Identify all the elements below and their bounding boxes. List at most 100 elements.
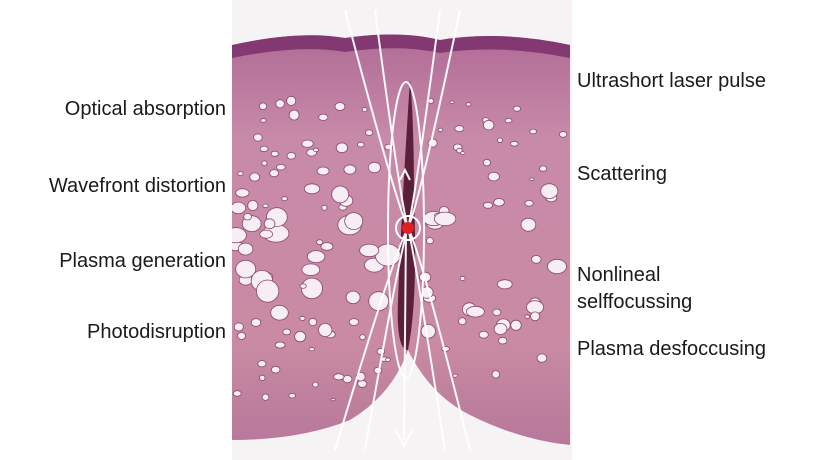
vacuole xyxy=(270,170,279,177)
vacuole xyxy=(525,315,530,319)
vacuole xyxy=(521,218,536,231)
vacuole xyxy=(287,96,296,105)
vacuole xyxy=(360,244,379,257)
vacuole xyxy=(459,318,466,325)
vacuole xyxy=(236,189,249,197)
vacuole xyxy=(250,173,260,181)
vacuole xyxy=(335,103,345,111)
vacuole xyxy=(483,202,492,208)
vacuole xyxy=(319,114,328,120)
vacuole xyxy=(483,120,494,130)
vacuole xyxy=(498,138,503,143)
vacuole xyxy=(460,276,465,280)
label-ultrashort-laser-pulse: Ultrashort laser pulse xyxy=(577,69,766,93)
vacuole xyxy=(282,197,288,201)
label-optical-absorption: Optical absorption xyxy=(65,97,226,121)
vacuole xyxy=(346,291,360,304)
vacuole xyxy=(497,280,512,289)
vacuole xyxy=(260,146,268,152)
vacuole xyxy=(336,143,347,153)
label-photodisruption: Photodisruption xyxy=(87,320,226,344)
vacuole xyxy=(226,228,247,243)
vacuole xyxy=(321,243,333,251)
vacuole xyxy=(289,110,299,120)
vacuole xyxy=(262,394,269,400)
vacuole xyxy=(260,230,273,238)
label-nonlineal: Nonlineal xyxy=(577,263,660,287)
vacuole xyxy=(302,140,314,147)
vacuole xyxy=(271,366,280,373)
vacuole xyxy=(349,319,359,326)
vacuole xyxy=(234,323,243,331)
vacuole xyxy=(260,375,266,380)
vacuole xyxy=(548,259,567,273)
vacuole xyxy=(300,284,306,289)
vacuole xyxy=(483,159,490,166)
vacuole xyxy=(510,141,518,146)
vacuole xyxy=(511,320,522,330)
vacuole xyxy=(334,374,344,380)
vacuole xyxy=(319,323,332,336)
vacuole xyxy=(331,398,335,400)
vacuole xyxy=(259,103,266,110)
vacuole xyxy=(277,164,286,170)
vacuole xyxy=(332,186,349,203)
vacuole xyxy=(362,108,367,112)
vacuole xyxy=(531,256,541,264)
vacuole xyxy=(530,129,537,134)
vacuole xyxy=(271,305,289,320)
vacuole xyxy=(313,382,319,387)
vacuole xyxy=(289,393,296,398)
vacuole xyxy=(426,238,433,244)
vacuole xyxy=(263,204,268,208)
vacuole xyxy=(256,280,278,302)
vacuole xyxy=(295,331,306,341)
vacuole xyxy=(283,329,291,335)
vacuole xyxy=(309,318,317,325)
vacuole xyxy=(531,312,540,321)
vacuole xyxy=(505,118,512,122)
vacuole xyxy=(345,213,363,230)
vacuole xyxy=(275,342,285,348)
label-scattering: Scattering xyxy=(577,162,667,186)
vacuole xyxy=(428,98,433,103)
vacuole xyxy=(453,374,458,377)
vacuole xyxy=(421,324,435,338)
vacuole xyxy=(287,153,296,160)
label-wavefront-distortion: Wavefront distortion xyxy=(49,174,226,198)
vacuole xyxy=(358,380,367,387)
vacuole xyxy=(248,200,258,210)
vacuole xyxy=(244,213,252,220)
vacuole xyxy=(494,323,507,334)
vacuole xyxy=(344,165,356,174)
vacuole xyxy=(488,172,499,181)
vacuole xyxy=(434,212,455,226)
vacuole xyxy=(386,358,391,362)
vacuole xyxy=(264,219,275,229)
vacuole xyxy=(492,371,500,379)
vacuole xyxy=(368,162,380,173)
vacuole xyxy=(450,101,454,104)
vacuole xyxy=(513,106,520,111)
vacuole xyxy=(309,348,314,351)
vacuole xyxy=(262,161,267,166)
vacuole xyxy=(365,130,372,136)
vacuole xyxy=(271,151,278,156)
label-plasma-generation: Plasma generation xyxy=(59,249,226,273)
vacuole xyxy=(254,134,263,141)
vacuole xyxy=(466,306,484,317)
vacuole xyxy=(438,128,443,131)
vacuole xyxy=(525,200,533,206)
vacuole xyxy=(499,337,507,344)
vacuole xyxy=(238,243,253,255)
vacuole xyxy=(530,178,534,181)
vacuole xyxy=(307,251,325,263)
vacuole xyxy=(540,166,547,171)
vacuole xyxy=(493,309,501,316)
vacuole xyxy=(261,119,266,123)
vacuole xyxy=(302,264,320,276)
vacuole xyxy=(494,199,505,207)
vacuole xyxy=(258,361,266,367)
vacuole xyxy=(238,172,243,176)
vacuole xyxy=(313,148,318,151)
